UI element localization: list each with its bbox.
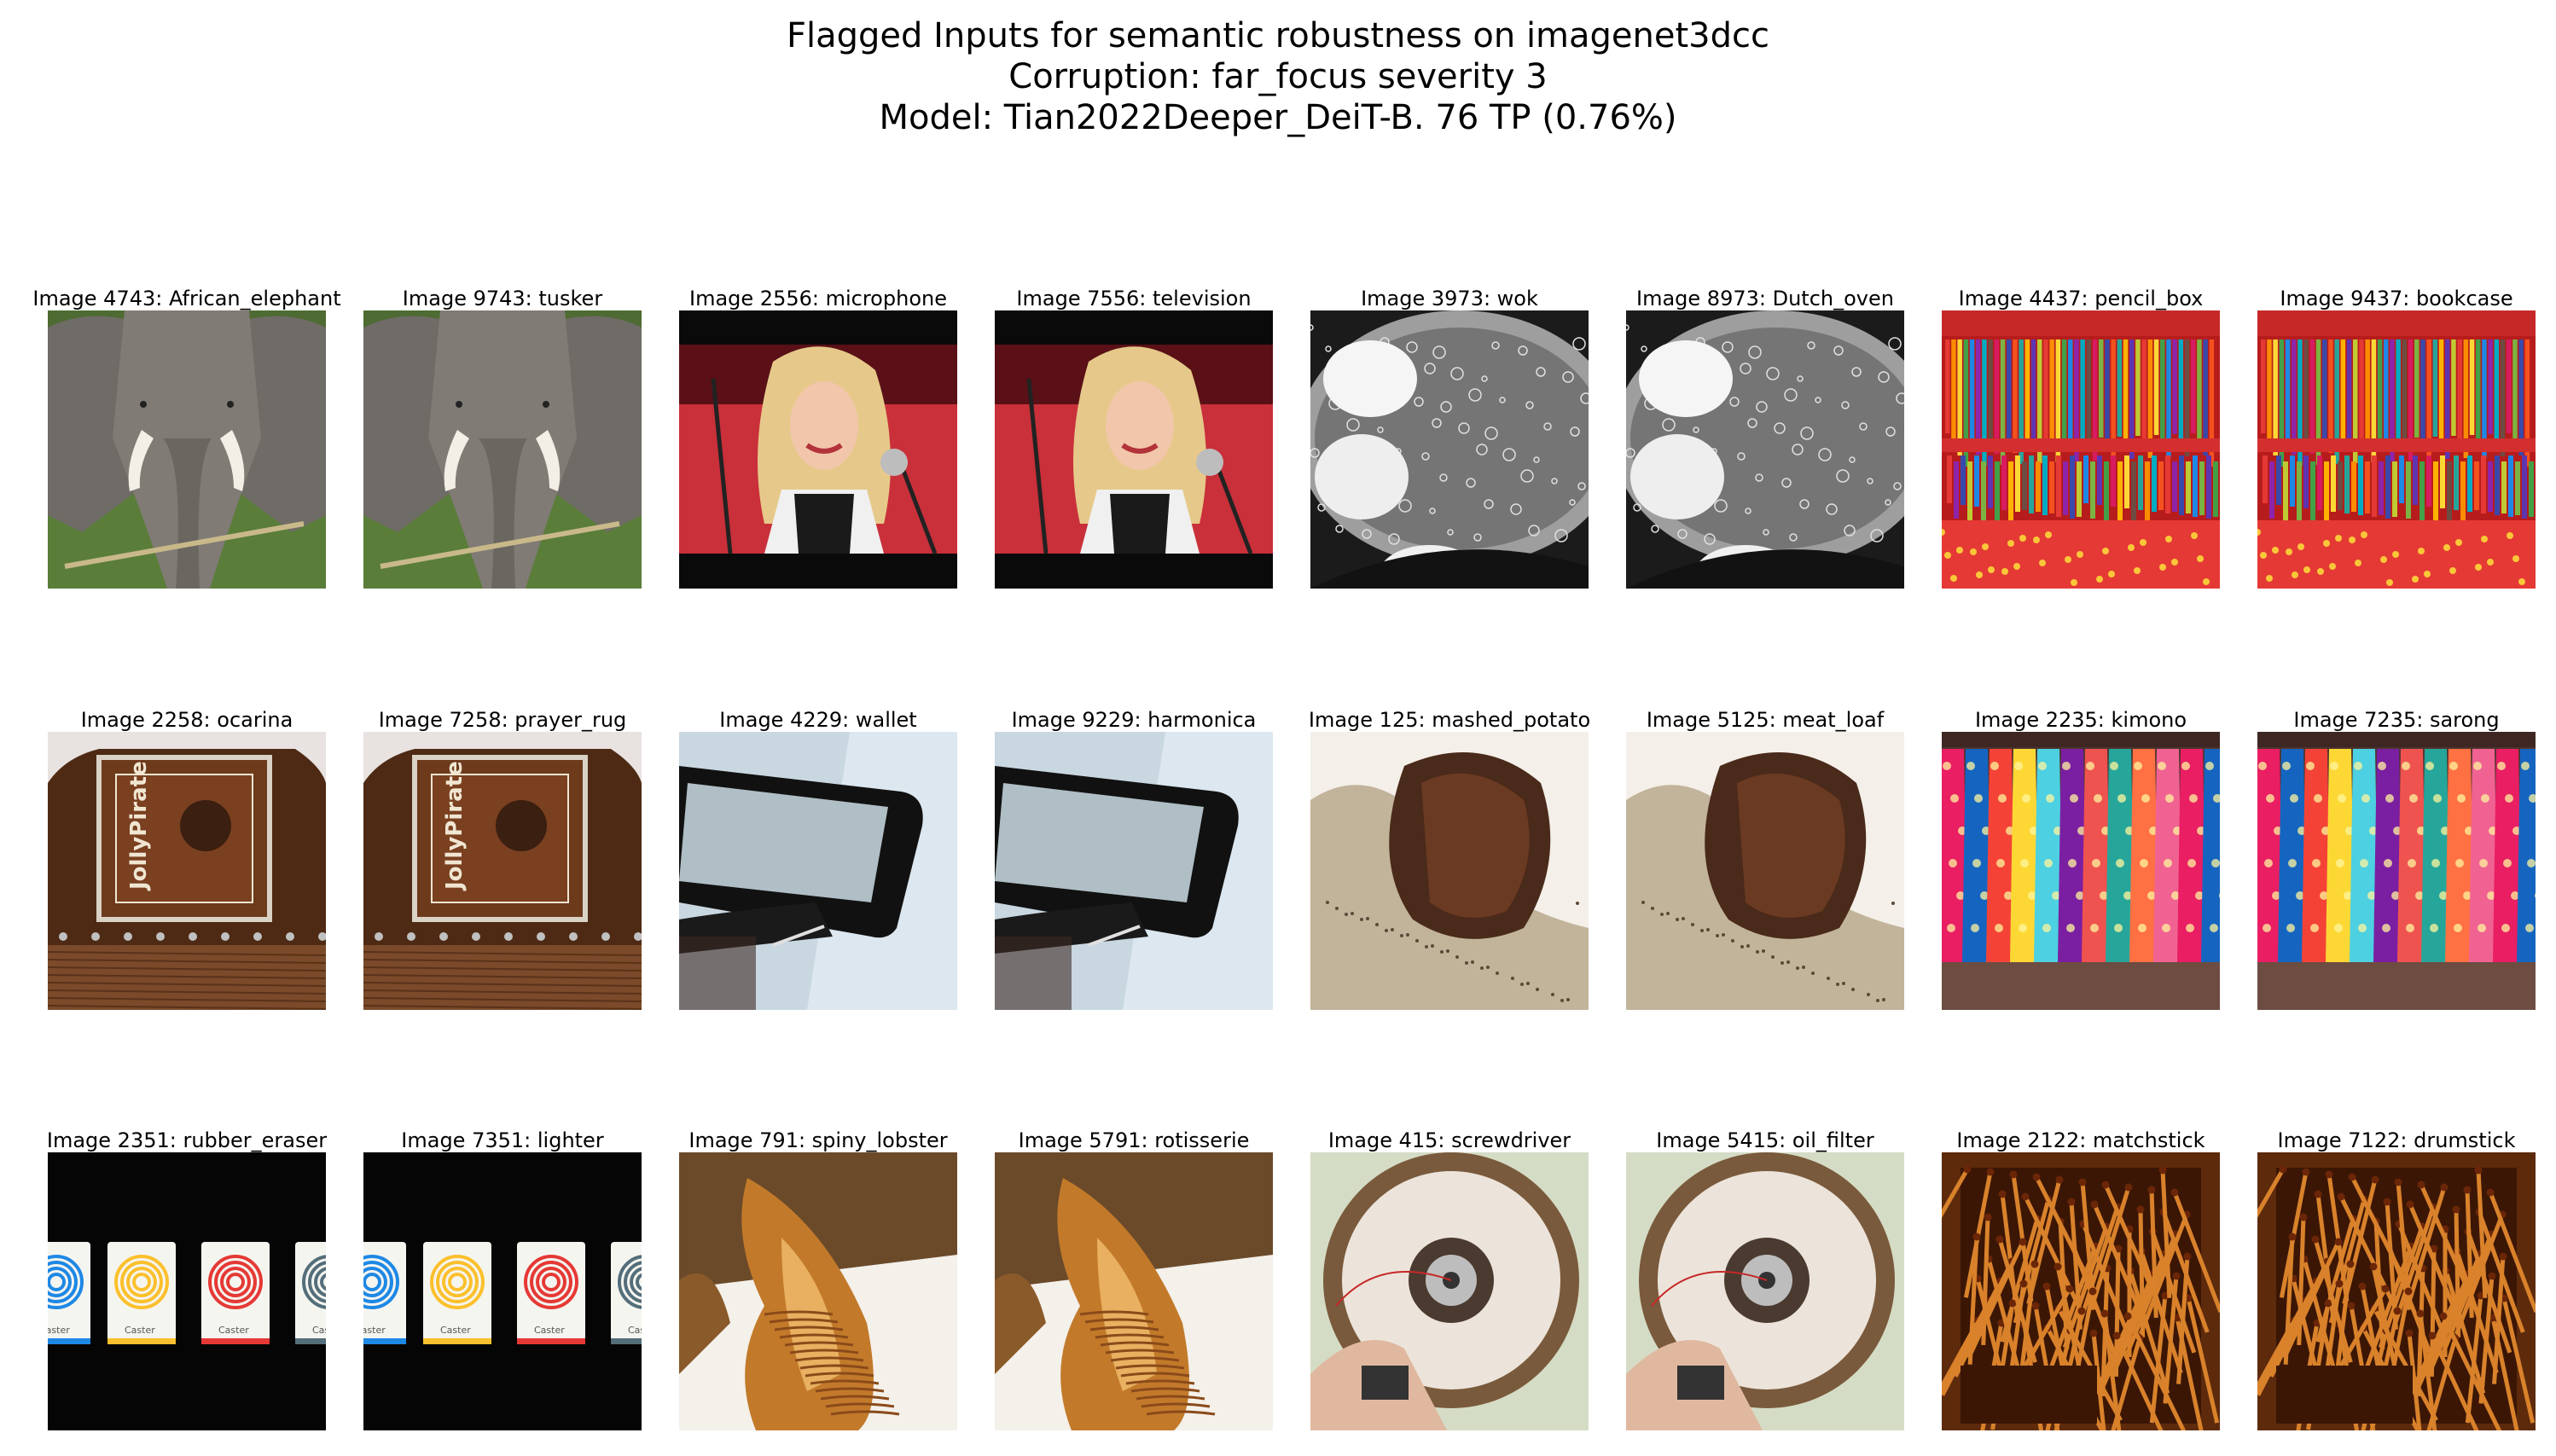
image-caption: Image 3973: wok bbox=[1361, 287, 1538, 310]
thumbnail-image bbox=[679, 732, 957, 1010]
image-caption: Image 7122: drumstick bbox=[2277, 1128, 2516, 1152]
thumbnail-image bbox=[1310, 310, 1589, 589]
thumbnail-image bbox=[1310, 1152, 1589, 1430]
svg-text:Caster: Caster bbox=[125, 1325, 155, 1336]
svg-text:Caster: Caster bbox=[218, 1325, 249, 1336]
svg-text:Caster: Caster bbox=[440, 1325, 471, 1336]
svg-text:Caster: Caster bbox=[48, 1325, 70, 1336]
image-caption: Image 2235: kimono bbox=[1974, 708, 2187, 732]
image-caption: Image 2556: microphone bbox=[689, 287, 947, 310]
thumbnail-image bbox=[1626, 310, 1904, 589]
thumbnail-image bbox=[363, 310, 642, 589]
image-caption: Image 2122: matchstick bbox=[1956, 1128, 2205, 1152]
image-caption: Image 7351: lighter bbox=[401, 1128, 604, 1152]
image-caption: Image 7258: prayer_rug bbox=[378, 708, 627, 732]
thumbnail-image bbox=[679, 1152, 957, 1430]
thumbnail-image: JollyPirate bbox=[48, 732, 326, 1010]
image-caption: Image 5125: meat_loaf bbox=[1646, 708, 1885, 732]
thumbnail-image bbox=[1626, 1152, 1904, 1430]
svg-text:JollyPirate: JollyPirate bbox=[442, 761, 468, 891]
thumbnail-image bbox=[2257, 732, 2536, 1010]
image-caption: Image 4437: pencil_box bbox=[1958, 287, 2204, 310]
thumbnail-image bbox=[995, 732, 1273, 1010]
thumbnail-image bbox=[1310, 732, 1589, 1010]
thumbnail-image: Caster Caster Caster Caster bbox=[48, 1152, 326, 1430]
thumbnail-image bbox=[679, 310, 957, 589]
image-caption: Image 2351: rubber_eraser bbox=[46, 1128, 328, 1152]
svg-text:Caster: Caster bbox=[363, 1325, 386, 1336]
image-caption: Image 4743: African_elephant bbox=[32, 287, 341, 310]
image-caption: Image 9229: harmonica bbox=[1011, 708, 1257, 732]
svg-text:Caster: Caster bbox=[312, 1325, 326, 1336]
image-caption: Image 8973: Dutch_oven bbox=[1636, 287, 1894, 310]
title-line: Flagged Inputs for semantic robustness o… bbox=[786, 16, 1769, 55]
thumbnail-image bbox=[1942, 310, 2220, 589]
image-caption: Image 4229: wallet bbox=[719, 708, 917, 732]
title-line: Model: Tian2022Deeper_DeiT-B. 76 TP (0.7… bbox=[879, 98, 1677, 137]
image-caption: Image 2258: ocarina bbox=[80, 708, 293, 732]
image-caption: Image 9437: bookcase bbox=[2280, 287, 2513, 310]
title-line: Corruption: far_focus severity 3 bbox=[1008, 57, 1548, 96]
image-caption: Image 7556: television bbox=[1016, 287, 1252, 310]
svg-text:Caster: Caster bbox=[628, 1325, 642, 1336]
image-caption: Image 791: spiny_lobster bbox=[688, 1128, 948, 1152]
image-caption: Image 7235: sarong bbox=[2293, 708, 2500, 732]
figure-title: Flagged Inputs for semantic robustness o… bbox=[0, 15, 2556, 138]
thumbnail-image bbox=[1942, 1152, 2220, 1430]
thumbnail-image bbox=[1626, 732, 1904, 1010]
image-caption: Image 5415: oil_filter bbox=[1656, 1128, 1874, 1152]
image-caption: Image 125: mashed_potato bbox=[1308, 708, 1591, 732]
thumbnail-image: JollyPirate bbox=[363, 732, 642, 1010]
svg-text:Caster: Caster bbox=[534, 1325, 565, 1336]
thumbnail-image bbox=[1942, 732, 2220, 1010]
thumbnail-image: Caster Caster Caster Caster bbox=[363, 1152, 642, 1430]
svg-text:JollyPirate: JollyPirate bbox=[126, 761, 152, 891]
thumbnail-image bbox=[2257, 310, 2536, 589]
thumbnail-image bbox=[48, 310, 326, 589]
thumbnail-image bbox=[2257, 1152, 2536, 1430]
thumbnail-image bbox=[995, 310, 1273, 589]
thumbnail-image bbox=[995, 1152, 1273, 1430]
image-caption: Image 415: screwdriver bbox=[1327, 1128, 1571, 1152]
image-caption: Image 9743: tusker bbox=[402, 287, 603, 310]
image-caption: Image 5791: rotisserie bbox=[1018, 1128, 1250, 1152]
